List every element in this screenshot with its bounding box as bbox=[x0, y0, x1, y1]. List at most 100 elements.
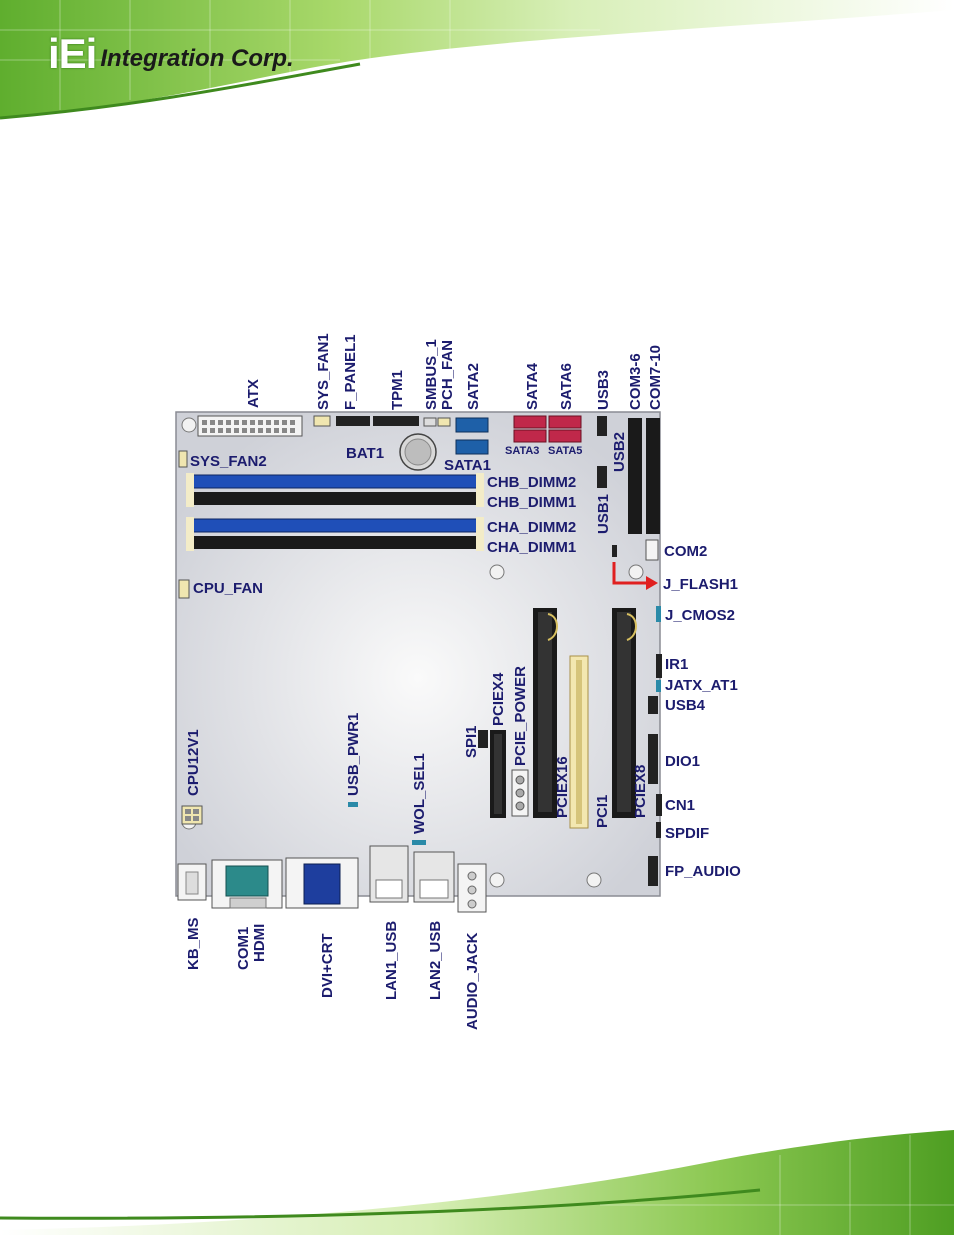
f-panel1-header bbox=[336, 416, 370, 426]
label-usb2: USB2 bbox=[611, 432, 628, 472]
label-com1: COM1 bbox=[235, 927, 252, 970]
cpu-fan-header bbox=[178, 579, 190, 599]
label-bat1: BAT1 bbox=[346, 445, 384, 462]
label-f-panel1: F_PANEL1 bbox=[342, 334, 359, 410]
j-flash1-arrow bbox=[612, 562, 648, 585]
label-com3-6: COM3-6 bbox=[627, 353, 644, 410]
label-sata4: SATA4 bbox=[524, 362, 541, 410]
label-jatx-at1: JATX_AT1 bbox=[665, 677, 738, 694]
label-lan2-usb: LAN2_USB bbox=[427, 921, 444, 1000]
header-band bbox=[0, 0, 954, 120]
label-spdif: SPDIF bbox=[665, 825, 709, 842]
label-pciex16: PCIEX16 bbox=[554, 756, 571, 818]
label-wol-sel1: WOL_SEL1 bbox=[411, 753, 428, 834]
label-chb-dimm2: CHB_DIMM2 bbox=[487, 474, 576, 491]
spi1-header bbox=[478, 730, 488, 748]
com7-10-header bbox=[646, 418, 660, 534]
audio-jack-port bbox=[457, 863, 487, 913]
smbus-header bbox=[423, 417, 437, 427]
label-ir1: IR1 bbox=[665, 656, 688, 673]
usb4-header bbox=[648, 696, 658, 714]
ir1-header bbox=[656, 654, 662, 678]
pcie-power-connector bbox=[511, 769, 529, 817]
com1-hdmi-port bbox=[211, 859, 283, 909]
label-hdmi: HDMI bbox=[251, 924, 268, 962]
com3-6-header bbox=[628, 418, 642, 534]
lan2-usb-port bbox=[413, 851, 455, 903]
label-usb4: USB4 bbox=[665, 697, 706, 714]
pciex8-slot bbox=[612, 608, 637, 818]
pci1-slot bbox=[569, 655, 589, 829]
sys-fan1-header bbox=[313, 415, 331, 427]
j-flash1-arrowhead bbox=[646, 576, 658, 590]
label-sata5: SATA5 bbox=[548, 445, 582, 457]
wol-sel1-jumper bbox=[412, 840, 426, 845]
label-cha-dimm2: CHA_DIMM2 bbox=[487, 519, 576, 536]
cpu12v1-connector bbox=[181, 805, 203, 825]
label-pciex8: PCIEX8 bbox=[632, 765, 649, 818]
label-usb1: USB1 bbox=[595, 494, 612, 534]
label-j-flash1: J_FLASH1 bbox=[663, 576, 738, 593]
logo-mark: iEi bbox=[48, 30, 97, 77]
pciex16-slot bbox=[533, 608, 558, 818]
label-sata1: SATA1 bbox=[444, 457, 491, 474]
label-atx: ATX bbox=[245, 379, 262, 408]
label-usb3: USB3 bbox=[595, 370, 612, 410]
label-dio1: DIO1 bbox=[665, 753, 700, 770]
label-audio-jack: AUDIO_JACK bbox=[464, 932, 481, 1030]
label-com2: COM2 bbox=[664, 543, 707, 560]
lan1-usb-port bbox=[369, 845, 409, 903]
usb-pwr1-jumper bbox=[348, 802, 358, 807]
label-cpu-fan: CPU_FAN bbox=[193, 580, 263, 597]
cn1-header bbox=[656, 794, 662, 816]
label-tpm1: TPM1 bbox=[389, 370, 406, 410]
label-sata2: SATA2 bbox=[465, 363, 482, 410]
dimm-slots bbox=[186, 473, 484, 551]
label-cn1: CN1 bbox=[665, 797, 695, 814]
usb1-header bbox=[597, 466, 607, 488]
logo-text: Integration Corp. bbox=[100, 45, 294, 72]
footer-band bbox=[0, 1130, 954, 1235]
label-sys-fan2: SYS_FAN2 bbox=[190, 453, 267, 470]
tpm1-header bbox=[373, 416, 419, 426]
mounting-holes bbox=[181, 417, 644, 888]
usb3-header bbox=[597, 416, 607, 436]
kb-ms-port bbox=[177, 863, 207, 901]
label-kb-ms: KB_MS bbox=[185, 917, 202, 970]
label-spi1: SPI1 bbox=[463, 725, 480, 758]
label-fp-audio: FP_AUDIO bbox=[665, 863, 741, 880]
label-lan1-usb: LAN1_USB bbox=[383, 921, 400, 1000]
label-cha-dimm1: CHA_DIMM1 bbox=[487, 539, 576, 556]
label-usb-pwr1: USB_PWR1 bbox=[345, 713, 362, 796]
pch-fan-header bbox=[437, 417, 451, 427]
label-sys-fan1: SYS_FAN1 bbox=[315, 333, 332, 410]
spdif-header bbox=[656, 822, 661, 838]
label-sata6: SATA6 bbox=[558, 363, 575, 410]
sata2-connector bbox=[455, 417, 489, 433]
fp-audio-header bbox=[648, 856, 658, 886]
label-pci1: PCI1 bbox=[594, 795, 611, 828]
label-j-cmos2: J_CMOS2 bbox=[665, 607, 735, 624]
com2-header bbox=[645, 539, 659, 561]
label-sata3: SATA3 bbox=[505, 445, 539, 457]
label-chb-dimm1: CHB_DIMM1 bbox=[487, 494, 576, 511]
pciex4-slot bbox=[490, 730, 506, 818]
label-dvi-crt: DVI+CRT bbox=[319, 933, 336, 998]
sys-fan2-header bbox=[178, 450, 188, 468]
dio1-header bbox=[648, 734, 658, 784]
label-pch-fan: PCH_FAN bbox=[439, 340, 456, 410]
label-smbus-1: SMBUS_1 bbox=[423, 339, 440, 410]
label-com7-10: COM7-10 bbox=[647, 345, 664, 410]
sata3-6-connectors bbox=[513, 415, 582, 443]
label-pciex4: PCIEX4 bbox=[490, 672, 507, 726]
dvi-crt-port bbox=[285, 857, 359, 909]
label-cpu12v1: CPU12V1 bbox=[185, 729, 202, 796]
sata1-connector bbox=[455, 439, 489, 455]
j-cmos2-jumper bbox=[656, 606, 661, 622]
label-pcie-power: PCIE_POWER bbox=[512, 666, 529, 766]
jatx-at1-jumper bbox=[656, 680, 661, 692]
company-logo: iEi Integration Corp. bbox=[48, 30, 294, 77]
j-flash1-jumper bbox=[612, 545, 617, 557]
atx-connector bbox=[197, 415, 303, 437]
